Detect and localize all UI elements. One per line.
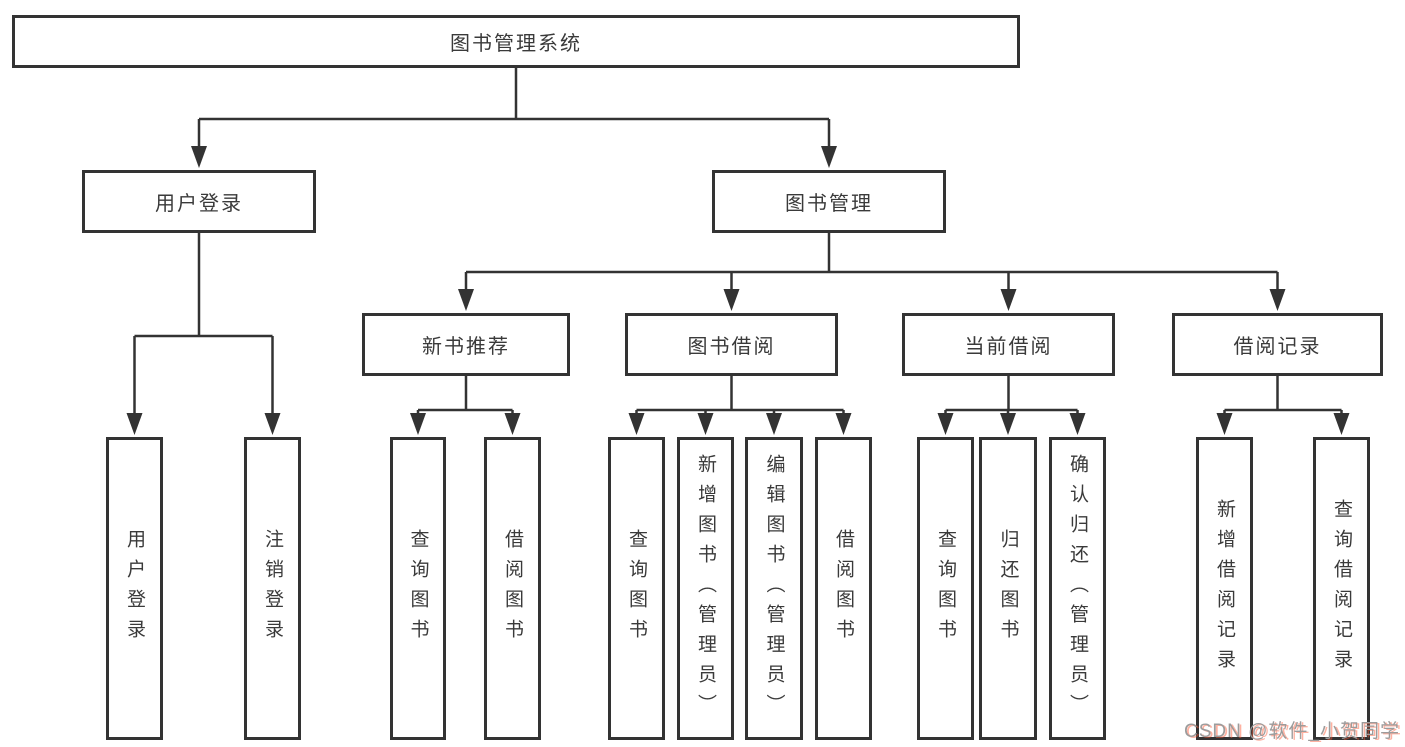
node-book-borrowing: 图书借阅 — [625, 313, 838, 376]
leaf-query-books-borrowing: 查询图书 — [608, 437, 665, 740]
leaf-query-books-recommend: 查询图书 — [390, 437, 446, 740]
leaf-add-borrow-record: 新增借阅记录 — [1196, 437, 1253, 740]
leaf-return-books: 归还图书 — [979, 437, 1037, 740]
leaf-borrow-books-recommend: 借阅图书 — [484, 437, 541, 740]
leaf-query-books-current: 查询图书 — [917, 437, 974, 740]
leaf-add-book-admin: 新增图书（管理员） — [677, 437, 734, 740]
node-new-book-recommendation: 新书推荐 — [362, 313, 570, 376]
leaf-user-login: 用户登录 — [106, 437, 163, 740]
csdn-watermark: CSDN @软件_小贺同学 — [1184, 721, 1400, 742]
leaf-query-borrow-record: 查询借阅记录 — [1313, 437, 1370, 740]
node-root: 图书管理系统 — [12, 15, 1020, 68]
node-user-login: 用户登录 — [82, 170, 316, 233]
leaf-logout: 注销登录 — [244, 437, 301, 740]
node-current-borrowing: 当前借阅 — [902, 313, 1115, 376]
node-borrowing-records: 借阅记录 — [1172, 313, 1383, 376]
node-book-management: 图书管理 — [712, 170, 946, 233]
leaf-edit-book-admin: 编辑图书（管理员） — [745, 437, 803, 740]
leaf-borrow-books-borrowing: 借阅图书 — [815, 437, 872, 740]
leaf-confirm-return-admin: 确认归还（管理员） — [1049, 437, 1106, 740]
